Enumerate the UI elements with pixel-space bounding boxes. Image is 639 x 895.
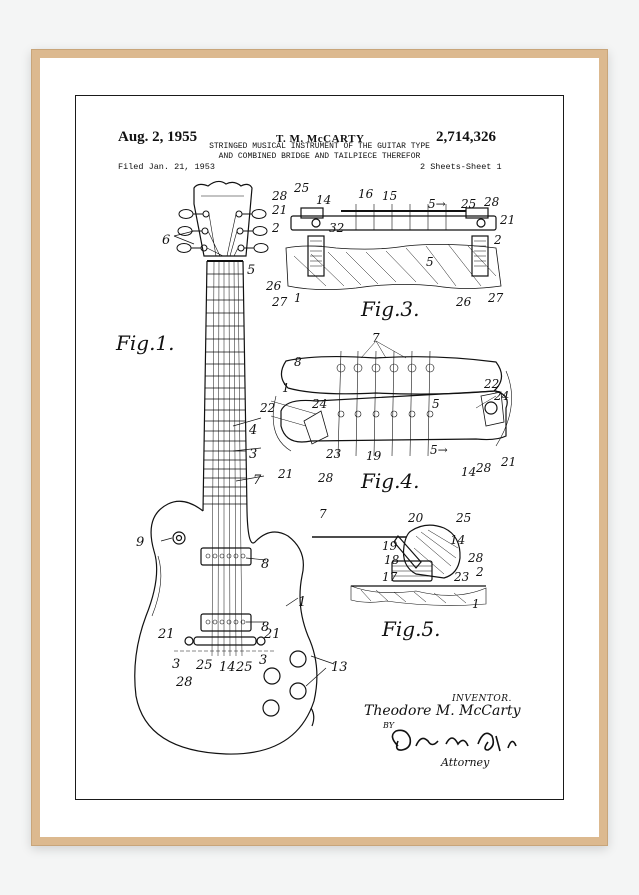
svg-text:25: 25 — [455, 511, 471, 525]
svg-text:5→: 5→ — [430, 443, 448, 457]
svg-text:6: 6 — [162, 233, 170, 248]
fig5-label: Fig.5. — [381, 617, 441, 641]
svg-text:28: 28 — [475, 461, 492, 475]
svg-text:4: 4 — [248, 423, 257, 438]
svg-text:7: 7 — [253, 473, 262, 488]
patent-date: Aug. 2, 1955 — [118, 129, 198, 145]
svg-text:24: 24 — [311, 397, 327, 411]
svg-text:25: 25 — [195, 658, 213, 673]
svg-text:8: 8 — [261, 620, 269, 635]
svg-text:2: 2 — [271, 221, 280, 235]
svg-text:24: 24 — [493, 389, 509, 403]
svg-text:8: 8 — [294, 355, 302, 369]
svg-text:18: 18 — [384, 553, 400, 567]
svg-text:23: 23 — [453, 570, 470, 584]
attorney-label: Attorney — [441, 756, 490, 769]
patent-title-line1: STRINGED MUSICAL INSTRUMENT OF THE GUITA… — [209, 142, 430, 151]
svg-text:7: 7 — [319, 507, 327, 521]
svg-text:23: 23 — [325, 447, 342, 461]
svg-text:21: 21 — [277, 467, 293, 481]
svg-text:19: 19 — [366, 449, 382, 463]
svg-text:21: 21 — [500, 455, 516, 469]
svg-text:14: 14 — [316, 193, 331, 207]
svg-text:26: 26 — [455, 295, 472, 309]
svg-text:5: 5 — [426, 255, 434, 269]
svg-text:1: 1 — [294, 291, 302, 305]
svg-text:21: 21 — [499, 213, 515, 227]
fig4-label: Fig.4. — [360, 469, 420, 493]
fig1-label: Fig.1. — [115, 331, 175, 355]
svg-text:14: 14 — [219, 660, 236, 675]
svg-text:25: 25 — [460, 197, 476, 211]
svg-text:8: 8 — [261, 557, 269, 572]
svg-text:14: 14 — [461, 465, 476, 479]
svg-text:28: 28 — [467, 551, 484, 565]
inventor-name: Theodore M. McCarty — [364, 703, 521, 719]
svg-text:17: 17 — [382, 570, 398, 584]
svg-text:28: 28 — [317, 471, 334, 485]
svg-text:26: 26 — [265, 279, 282, 293]
svg-text:3: 3 — [172, 657, 180, 672]
by-label: BY — [383, 721, 395, 730]
svg-text:9: 9 — [136, 535, 144, 550]
svg-text:27: 27 — [487, 291, 504, 305]
svg-text:1: 1 — [282, 381, 290, 395]
svg-text:21: 21 — [263, 627, 281, 642]
svg-text:14: 14 — [450, 533, 465, 547]
svg-text:3: 3 — [249, 447, 257, 462]
svg-text:7: 7 — [372, 331, 380, 345]
svg-text:21: 21 — [157, 627, 175, 642]
svg-text:15: 15 — [382, 189, 397, 203]
svg-text:32: 32 — [329, 221, 344, 235]
filed-date: Filed Jan. 21, 1953 — [118, 162, 215, 172]
svg-text:19: 19 — [382, 539, 398, 553]
svg-text:20: 20 — [407, 511, 424, 525]
attorney-signature — [391, 729, 517, 752]
fig3-label: Fig.3. — [360, 297, 420, 321]
svg-text:25: 25 — [293, 181, 309, 195]
svg-text:28: 28 — [271, 189, 288, 203]
svg-text:22: 22 — [259, 401, 275, 415]
svg-text:13: 13 — [331, 660, 348, 675]
inventor-header: T. M. McCARTY — [276, 133, 365, 145]
svg-text:3: 3 — [259, 653, 267, 668]
svg-text:5→: 5→ — [428, 197, 446, 211]
svg-text:5: 5 — [432, 397, 440, 411]
sheet-count: 2 Sheets-Sheet 1 — [420, 162, 502, 172]
patent-title-line2: AND COMBINED BRIDGE AND TAILPIECE THEREF… — [218, 152, 421, 161]
svg-text:5: 5 — [247, 263, 255, 278]
svg-text:28: 28 — [175, 675, 193, 690]
patent-print: Aug. 2, 1955 T. M. McCARTY 2,714,326 STR… — [75, 95, 564, 800]
svg-text:27: 27 — [271, 295, 288, 309]
svg-text:22: 22 — [483, 377, 499, 391]
svg-text:28: 28 — [483, 195, 500, 209]
svg-text:25: 25 — [235, 660, 253, 675]
svg-text:2: 2 — [493, 233, 502, 247]
svg-text:1: 1 — [472, 597, 480, 611]
svg-text:2: 2 — [475, 565, 484, 579]
svg-text:1: 1 — [298, 595, 306, 610]
inventor-label: INVENTOR. — [452, 694, 512, 704]
svg-text:21: 21 — [271, 203, 287, 217]
svg-text:16: 16 — [358, 187, 374, 201]
patent-number: 2,714,326 — [436, 129, 496, 145]
